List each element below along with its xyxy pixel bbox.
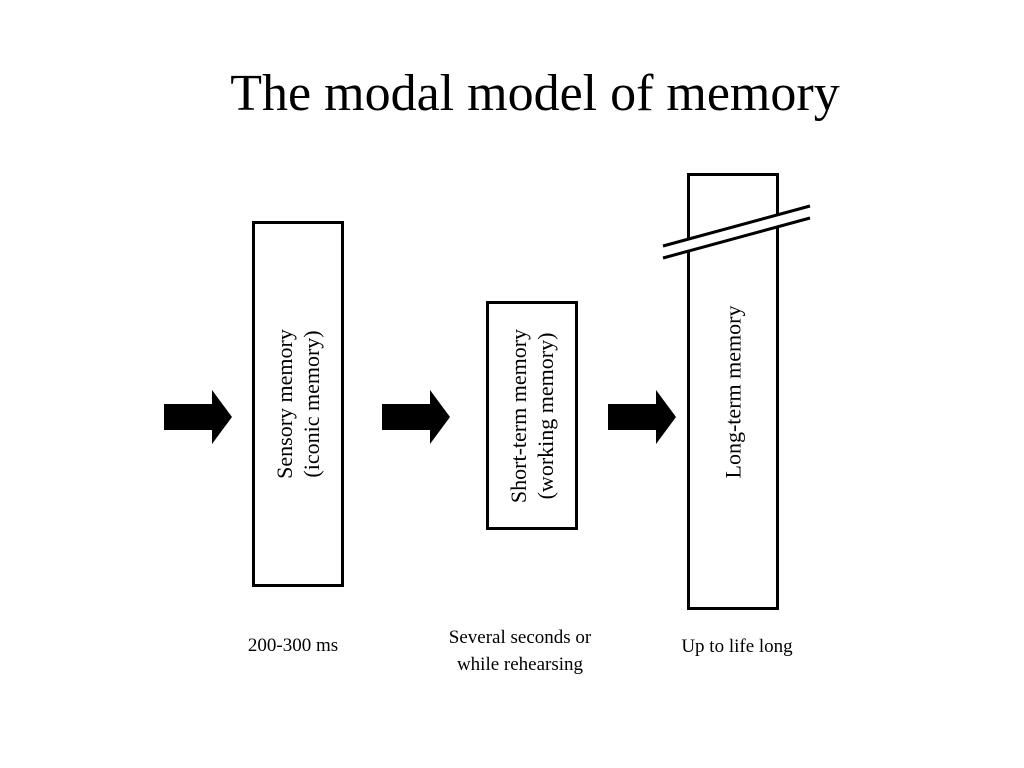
sensory-memory-duration: 200-300 ms [213, 632, 373, 659]
short-term-memory-label-line2: (working memory) [533, 332, 558, 499]
sensory-memory-duration-line1: 200-300 ms [247, 635, 339, 656]
short-term-memory-label: Short-term memory (working memory) [505, 328, 559, 502]
short-term-memory-label-line1: Short-term memory [506, 328, 531, 503]
short-term-memory-duration-line1: Several seconds or [448, 627, 592, 648]
short-term-memory-duration: Several seconds or while rehearsing [420, 624, 620, 678]
long-term-break-marks [662, 204, 811, 260]
sensory-memory-box: Sensory memory (iconic memory) [252, 221, 344, 587]
long-term-memory-duration-line1: Up to life long [681, 636, 793, 657]
sensory-memory-label: Sensory memory (iconic memory) [271, 329, 325, 479]
long-term-memory-label: Long-term memory [720, 305, 747, 478]
input-arrow [164, 390, 232, 444]
sensory-memory-label-line2: (iconic memory) [299, 330, 324, 478]
page-title: The modal model of memory [230, 65, 840, 122]
short-term-to-long-term-arrow [608, 390, 676, 444]
long-term-memory-duration: Up to life long [652, 633, 822, 660]
sensory-memory-label-line1: Sensory memory [272, 329, 297, 479]
long-term-memory-label-line1: Long-term memory [720, 305, 746, 478]
sensory-to-short-term-arrow [382, 390, 450, 444]
short-term-memory-duration-line2: while rehearsing [456, 654, 584, 675]
short-term-memory-box: Short-term memory (working memory) [486, 301, 578, 530]
